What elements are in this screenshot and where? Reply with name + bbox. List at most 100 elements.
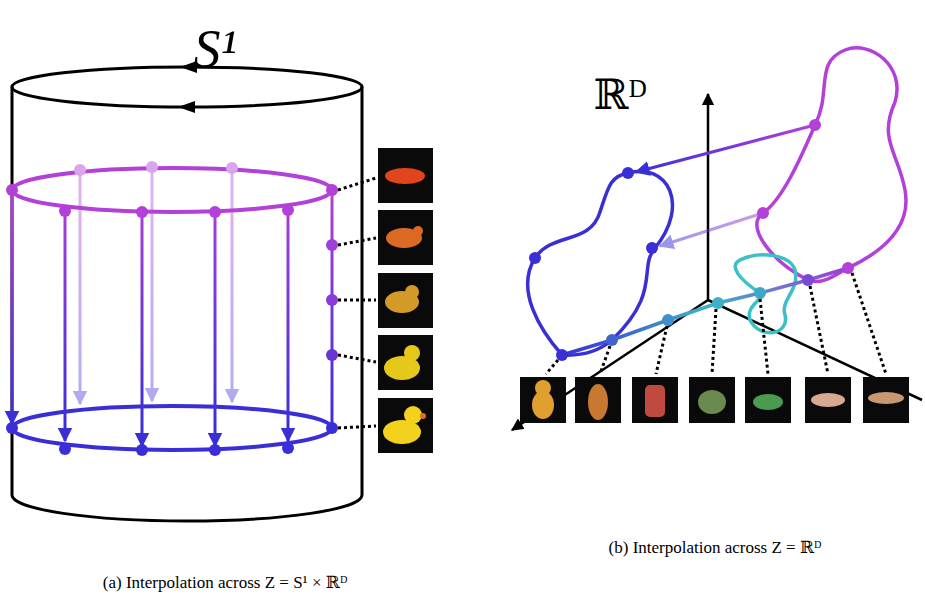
drawn-shape: [378, 273, 433, 328]
drawn-shape: [520, 377, 566, 423]
leader-lines-b: [546, 273, 886, 374]
drawn-shape: [136, 206, 148, 218]
drawn-shape: [231, 169, 234, 402]
drawn-shape: [326, 349, 338, 361]
space-title: ℝᴰ: [594, 72, 647, 118]
drawn-shape: [707, 94, 710, 300]
fiber-circles: [12, 168, 332, 450]
drawn-shape: [378, 148, 433, 203]
drawn-shape: [141, 212, 144, 446]
drawn-shape: [600, 346, 610, 374]
drawn-shape: [178, 101, 195, 113]
drawn-shape: [757, 48, 906, 282]
drawn-shape: [226, 162, 238, 174]
drawn-shape: [326, 184, 338, 196]
drawn-shape: [214, 212, 217, 446]
cylinder: [12, 61, 362, 521]
drawn-shape: [282, 442, 294, 454]
drawn-shape: [378, 210, 433, 265]
drawn-shape: [404, 345, 420, 361]
thumbnails-b: [520, 377, 909, 423]
drawn-shape: [338, 299, 376, 302]
drawn-shape: [809, 119, 821, 131]
drawn-shape: [405, 285, 419, 299]
drawn-shape: [12, 495, 362, 521]
loops: [528, 48, 906, 355]
drawn-shape: [656, 326, 667, 374]
drawn-shape: [842, 262, 854, 274]
drawn-shape: [326, 239, 338, 251]
drawn-shape: [413, 226, 423, 236]
drawn-shape: [12, 67, 362, 107]
drawn-shape: [209, 444, 221, 456]
drawn-shape: [326, 422, 338, 434]
drawn-shape: [662, 314, 674, 326]
drawn-shape: [646, 242, 658, 254]
drawn-shape: [59, 205, 71, 217]
drawn-shape: [535, 380, 551, 396]
drawn-shape: [712, 297, 724, 309]
drawn-shape: [556, 349, 568, 361]
leader-lines: [338, 178, 376, 428]
drawn-shape: [287, 207, 290, 441]
drawn-shape: [12, 406, 332, 450]
drawn-shape: [151, 168, 154, 401]
drawn-shape: [760, 299, 768, 374]
drawn-shape: [802, 274, 814, 286]
drawn-shape: [632, 377, 678, 423]
drawn-shape: [338, 178, 376, 190]
drawn-shape: [575, 377, 621, 423]
drawn-shape: [863, 377, 909, 423]
drawn-shape: [378, 335, 433, 390]
drawn-shape: [868, 392, 904, 404]
drawn-shape: [420, 413, 426, 419]
drawn-shape: [512, 300, 708, 430]
drawn-shape: [74, 164, 86, 176]
back-arrows: [80, 168, 232, 404]
panel-caption: (b) Interpolation across Z = ℝᴰ: [609, 539, 822, 558]
drawn-shape: [735, 255, 796, 333]
drawn-shape: [404, 406, 422, 424]
drawn-shape: [588, 384, 608, 420]
drawn-shape: [6, 184, 18, 196]
front-arrows: [12, 190, 332, 446]
drawn-shape: [59, 443, 71, 455]
drawn-shape: [11, 190, 14, 424]
drawn-shape: [810, 286, 828, 374]
drawn-shape: [385, 168, 425, 184]
drawn-shape: [361, 87, 364, 495]
drawn-shape: [146, 161, 158, 173]
thumbnails-a: [378, 148, 433, 453]
drawn-shape: [745, 377, 791, 423]
drawn-shape: [338, 238, 376, 245]
drawn-shape: [546, 360, 558, 374]
drawn-shape: [282, 204, 294, 216]
drawn-shape: [529, 252, 541, 264]
points: [6, 161, 338, 456]
drawn-shape: [606, 334, 618, 346]
panel-caption: (a) Interpolation across Z = S¹ × ℝᴰ: [103, 574, 347, 593]
drawn-shape: [757, 207, 769, 219]
drawn-shape: [811, 393, 845, 407]
drawn-shape: [712, 309, 716, 374]
drawn-shape: [805, 377, 851, 423]
drawn-shape: [6, 422, 18, 434]
map-arrows: [636, 125, 815, 246]
drawn-shape: [660, 213, 763, 246]
drawn-shape: [754, 287, 766, 299]
drawn-shape: [12, 168, 332, 212]
drawn-shape: [209, 206, 221, 218]
drawn-shape: [64, 207, 67, 441]
drawn-shape: [338, 426, 376, 428]
drawn-shape: [326, 294, 338, 306]
drawn-shape: [622, 167, 634, 179]
space-title: S¹: [193, 20, 236, 79]
drawn-shape: [136, 444, 148, 456]
drawn-shape: [852, 273, 886, 374]
drawn-shape: [753, 394, 783, 410]
drawn-shape: [378, 398, 433, 453]
drawn-shape: [338, 355, 376, 362]
drawn-shape: [698, 390, 726, 414]
